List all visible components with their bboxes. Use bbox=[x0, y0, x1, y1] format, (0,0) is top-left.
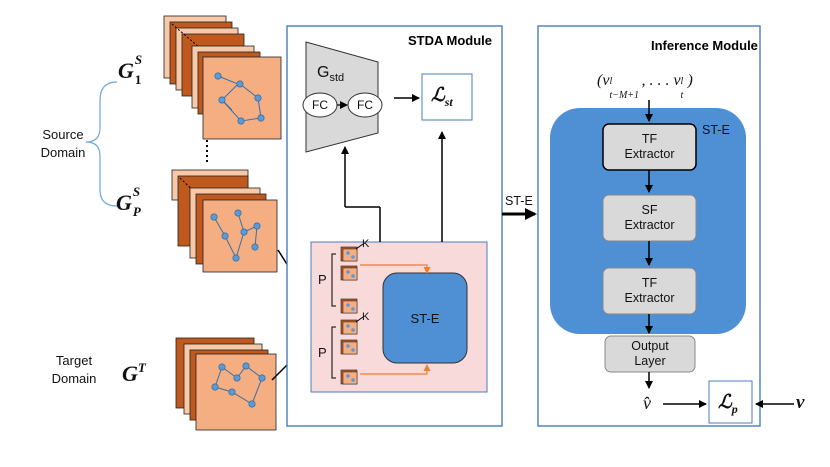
inference-loss-box bbox=[708, 380, 753, 424]
source-brace bbox=[85, 81, 118, 207]
orange-arrow-bottom bbox=[360, 364, 431, 375]
fc-node-2 bbox=[347, 92, 383, 118]
ground-truth-symbol: v bbox=[796, 392, 805, 413]
inference-module-title: Inference Module bbox=[651, 38, 758, 53]
p-label-bottom: P bbox=[318, 345, 327, 360]
mini-graph-icons-bottom bbox=[340, 319, 358, 385]
st-e-transfer-label: ST-E bbox=[505, 194, 533, 208]
st-e-label-inference: ST-E bbox=[702, 123, 730, 137]
k-tick-top bbox=[355, 243, 364, 250]
k-tick-bottom bbox=[355, 316, 364, 323]
output-layer bbox=[604, 335, 696, 373]
st-e-label-stda: ST-E bbox=[410, 311, 440, 326]
source-graph-stack-1 bbox=[163, 15, 282, 140]
orange-arrow-top bbox=[360, 264, 431, 274]
k-label-top: K bbox=[362, 238, 370, 250]
generator-label: Gstd bbox=[317, 64, 345, 85]
p-bracket-top bbox=[331, 253, 336, 307]
fc-label-1: FC bbox=[312, 98, 328, 112]
k-label-bottom: K bbox=[362, 311, 370, 323]
p-bracket-bottom bbox=[331, 326, 336, 379]
p-label-top: P bbox=[318, 272, 327, 287]
target-graph-symbol: GT bbox=[122, 360, 146, 386]
generator-block bbox=[305, 41, 379, 153]
source-graph-stack-p bbox=[171, 169, 278, 273]
mini-graph-icons-top bbox=[340, 246, 358, 314]
stda-loss-box bbox=[421, 73, 473, 121]
inference-loss-symbol: ℒp bbox=[718, 392, 738, 416]
fc-label-2: FC bbox=[357, 98, 373, 112]
prediction-symbol: v̂ bbox=[643, 393, 651, 413]
stda-loss-symbol: ℒst bbox=[431, 85, 453, 109]
stda-module-title: STDA Module bbox=[408, 33, 493, 48]
target-graph-stack bbox=[175, 337, 277, 431]
